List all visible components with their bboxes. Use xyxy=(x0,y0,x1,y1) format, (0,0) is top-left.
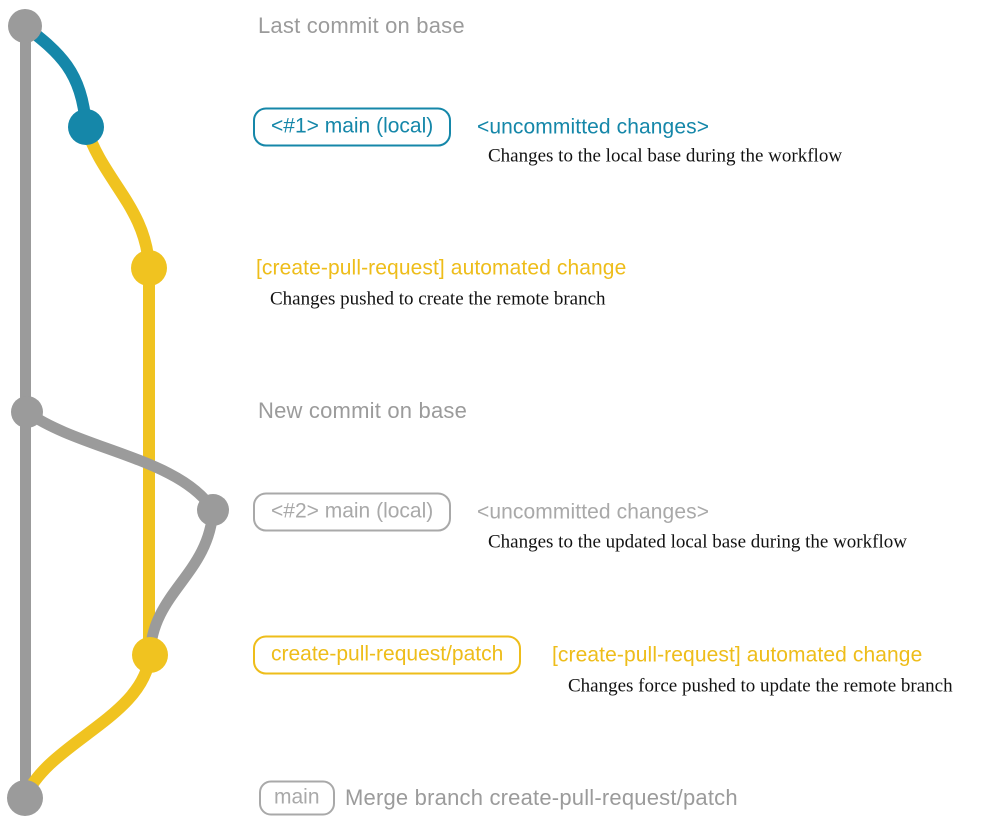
commit-message-uncommitted-2: <uncommitted changes> xyxy=(477,500,710,524)
branch-badge-cpr-patch-label: create-pull-request/patch xyxy=(271,642,504,666)
base-update-curve-1 xyxy=(21,406,219,516)
branch-badge-main: main xyxy=(259,780,335,816)
commit-dot-main-local-1 xyxy=(68,109,104,145)
commit-message-automated-1: [create-pull-request] automated change xyxy=(256,256,627,280)
branch-badge-main-local-2-label: <#2> main (local) xyxy=(271,499,434,523)
commit-dot-merge xyxy=(7,780,43,816)
commit-dot-new-base xyxy=(11,396,43,428)
description-updated-local-base-changes: Changes to the updated local base during… xyxy=(488,531,907,553)
branch-badge-main-local-2: <#2> main (local) xyxy=(253,492,452,532)
commit-message-merge: Merge branch create-pull-request/patch xyxy=(345,784,738,810)
commit-dot-automated-1 xyxy=(131,250,167,286)
branch-badge-main-local-1: <#1> main (local) xyxy=(253,107,452,147)
patch-branch-curve-1 xyxy=(80,121,155,274)
commit-message-automated-2: [create-pull-request] automated change xyxy=(552,643,923,667)
commit-dot-automated-2 xyxy=(132,637,168,673)
git-graph xyxy=(7,9,229,816)
commit-message-uncommitted-1: <uncommitted changes> xyxy=(477,115,710,139)
commit-dot-last-base xyxy=(8,9,42,43)
annotation-new-commit-on-base: New commit on base xyxy=(258,397,468,423)
description-force-pushed-to-update: Changes force pushed to update the remot… xyxy=(568,675,953,697)
base-update-curve-2 xyxy=(144,504,219,661)
description-pushed-to-create: Changes pushed to create the remote bran… xyxy=(270,288,606,310)
description-local-base-changes: Changes to the local base during the wor… xyxy=(488,145,843,167)
patch-merge-curve xyxy=(19,649,156,804)
branch-badge-cpr-patch: create-pull-request/patch xyxy=(253,635,522,675)
branch-badge-main-local-1-label: <#1> main (local) xyxy=(271,114,434,138)
annotation-last-commit-on-base: Last commit on base xyxy=(258,12,465,38)
branch-badge-main-label: main xyxy=(274,785,320,809)
commit-dot-main-local-2 xyxy=(197,494,229,526)
